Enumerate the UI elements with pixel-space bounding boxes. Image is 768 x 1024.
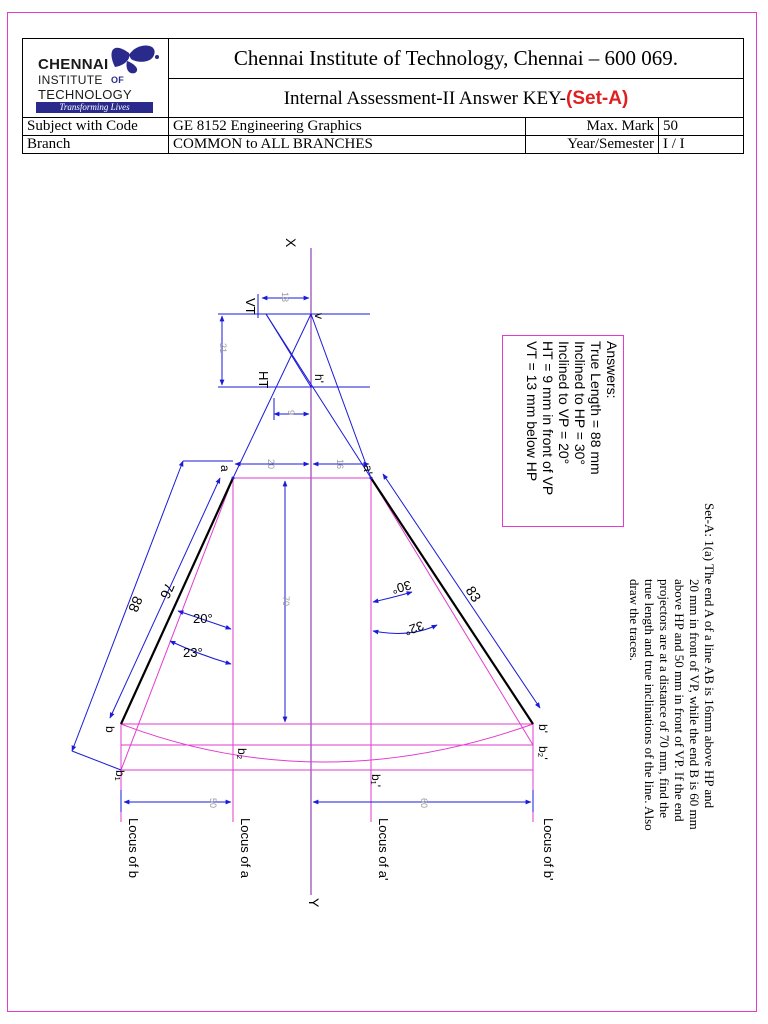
angle-arcs [169, 591, 438, 665]
dim-13: 13 [280, 292, 290, 303]
question-line-2: 20 mm in front of VP, while the end B is… [687, 579, 702, 830]
answer-inclined-vp: Inclined to VP = 20° [556, 341, 572, 465]
question-line-6: draw the traces. [627, 579, 642, 661]
answer-vt: VT = 13 mm below HP [524, 341, 540, 482]
label-b2: b₂ [235, 748, 249, 760]
point-a-prime [369, 476, 373, 480]
label-h-prime: h' [312, 374, 326, 383]
points [231, 476, 373, 480]
logo-line-3: OF [111, 75, 125, 85]
label-y: Y [306, 898, 322, 908]
point-a [231, 476, 235, 480]
logo-line-4: TECHNOLOGY [38, 87, 133, 102]
maxmark-label: Max. Mark [525, 117, 659, 136]
question-text: Set-A: 1(a) The end A of a line AB is 16… [627, 503, 717, 831]
answer-key-title: Internal Assessment-II Answer KEY-(Set-A… [168, 78, 744, 118]
logo-tagline: Transforming Lives [36, 102, 153, 113]
answer-key-label: Internal Assessment-II Answer KEY- [283, 87, 567, 109]
answers-heading: Answers: [604, 341, 620, 399]
question-line-3: above HP and 50 mm in front of VP. If th… [672, 579, 687, 822]
dim-70: 70 [281, 596, 291, 607]
label-b-prime: b' [536, 724, 550, 733]
dimension-lines [71, 295, 541, 805]
logo-line-1: CHENNAI [38, 56, 109, 73]
logo-line-2: INSTITUTE [38, 73, 103, 87]
label-a: a [218, 465, 232, 472]
answer-inclined-hp: Inclined to HP = 30° [572, 341, 588, 466]
dim-50: 50 [208, 798, 218, 809]
dim-16: 16 [335, 459, 345, 470]
dim-60: 60 [419, 798, 429, 809]
question-line-5: true length and true inclinations of the… [642, 579, 657, 831]
angle-23: 23° [183, 645, 203, 660]
answers-text: Answers: True Length = 88 mm Inclined to… [524, 341, 620, 495]
header-table: CHENNAI INSTITUTE OF TECHNOLOGY Transfor… [22, 38, 744, 154]
dim-9: 9 [286, 410, 296, 416]
branch-value: COMMON to ALL BRANCHES [168, 135, 526, 154]
answer-ht: HT = 9 mm in front of VP [540, 341, 556, 496]
label-x: X [283, 238, 299, 248]
dim-21: 21 [218, 343, 228, 354]
answer-true-length: True Length = 88 mm [588, 341, 604, 475]
label-b1-prime: b₁' [369, 774, 383, 788]
page-border [7, 12, 757, 1012]
branch-label: Branch [22, 135, 169, 154]
institute-title: Chennai Institute of Technology, Chennai… [168, 38, 744, 79]
label-a-prime: a' [361, 465, 375, 474]
label-b1: b₁ [113, 770, 127, 781]
butterfly-icon [111, 45, 159, 74]
locus-of-a: Locus of a [238, 818, 253, 878]
locus-of-b: Locus of b [126, 818, 141, 878]
logo: CHENNAI INSTITUTE OF TECHNOLOGY Transfor… [22, 38, 169, 118]
locus-of-a-prime: Locus of a' [376, 818, 391, 881]
label-v: v [312, 313, 326, 319]
set-label: (Set-A) [566, 87, 629, 109]
question-line-4: projectors are at a distance of 70 mm, f… [657, 579, 672, 818]
dim-20: 20 [266, 459, 276, 470]
label-b2-prime: b₂' [536, 746, 550, 760]
subject-value: GE 8152 Engineering Graphics [168, 117, 526, 136]
label-b: b [103, 726, 117, 733]
question-line-1: Set-A: 1(a) The end A of a line AB is 16… [702, 503, 717, 809]
label-ht: HT [256, 371, 271, 389]
angle-20: 20° [193, 611, 213, 626]
year-value: I / I [658, 135, 744, 154]
trace-lines [218, 313, 372, 479]
locus-of-b-prime: Locus of b' [541, 818, 556, 881]
answers-box [502, 335, 624, 527]
dimension-extensions [71, 294, 534, 812]
label-vt: VT [243, 298, 258, 315]
